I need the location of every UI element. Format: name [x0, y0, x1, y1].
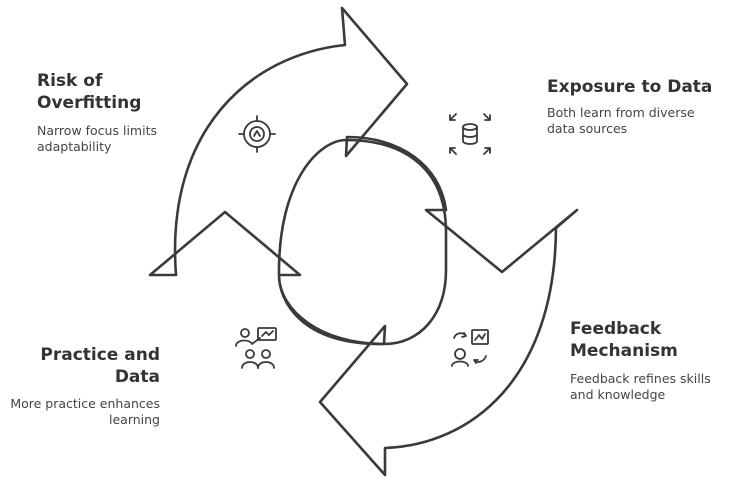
- feedback-chart-icon: [451, 329, 489, 367]
- exposure-description: Both learn from diverse data sources: [547, 105, 695, 136]
- risk-description: Narrow focus limits adaptability: [37, 123, 157, 154]
- target-icon: [238, 115, 276, 153]
- feedback-description: Feedback refines skills and knowledge: [570, 371, 711, 402]
- teaching-group-icon: [235, 327, 277, 369]
- feedback-title: Feedback Mechanism: [570, 319, 678, 361]
- practice-description: More practice enhances learning: [10, 396, 160, 427]
- cycle-ring: [148, 6, 579, 477]
- risk-title: Risk of Overfitting: [37, 71, 142, 113]
- exposure-title: Exposure to Data: [547, 77, 713, 97]
- database-expand-icon: [449, 113, 491, 155]
- practice-title: Practice and Data: [40, 345, 160, 387]
